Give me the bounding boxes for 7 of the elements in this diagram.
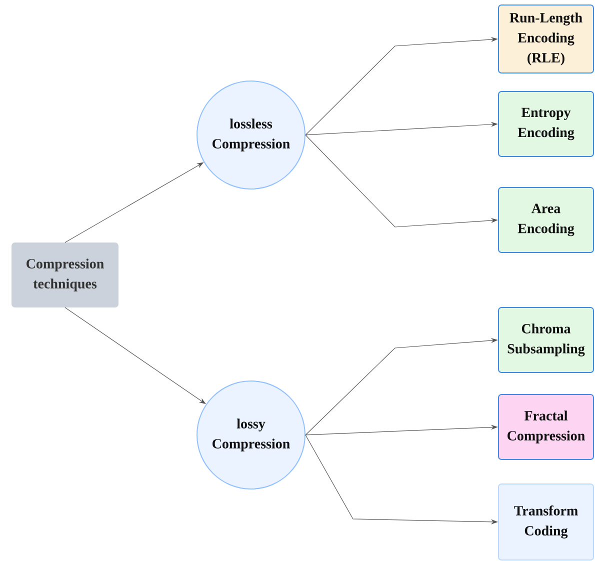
technique-box: Transform Coding xyxy=(498,483,594,560)
technique-box: Run-Length Encoding (RLE) xyxy=(498,4,594,74)
technique-box: Fractal Compression xyxy=(498,394,594,460)
technique-box: Entropy Encoding xyxy=(498,91,594,157)
technique-box: Area Encoding xyxy=(498,186,594,253)
technique-box: Chroma Subsampling xyxy=(498,306,594,373)
root-box: Compression techniques xyxy=(12,242,118,308)
